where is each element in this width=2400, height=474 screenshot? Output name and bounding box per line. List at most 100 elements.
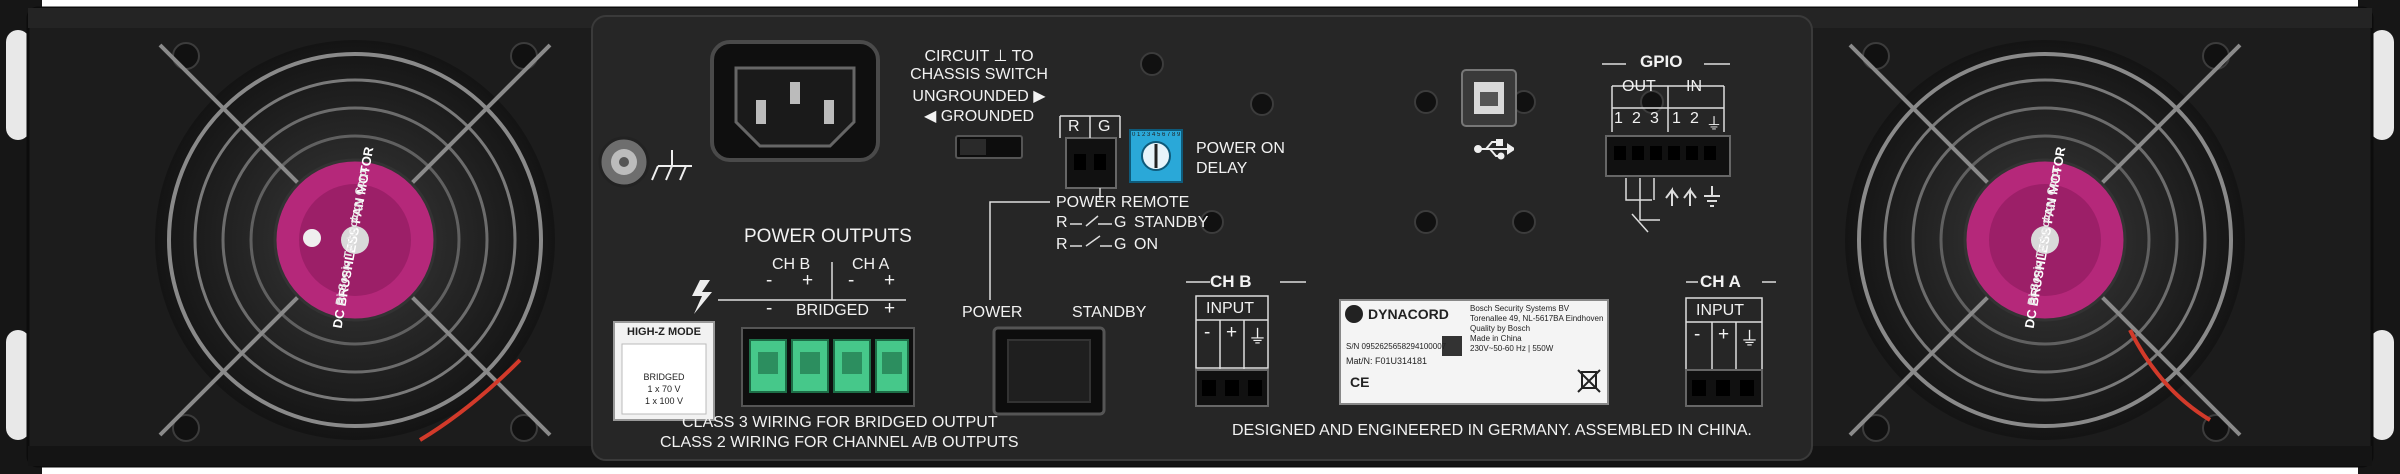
rotary-digits: 0 1 2 3 4 5 6 7 8 9 [1132,132,1180,138]
power-rating: 230V~50-60 Hz | 550W [1470,344,1554,353]
high-z-line2: 1 x 70 V [647,384,681,394]
made-in: Made in China [1470,334,1522,343]
high-z-line1: BRIDGED [643,372,685,382]
remote-terminal[interactable] [1065,137,1117,189]
screw [2202,414,2230,442]
power-inlet[interactable] [710,40,880,162]
screw [172,414,200,442]
screw [172,42,200,70]
input-ch-b-title: INPUT [1206,300,1254,317]
high-z-title: HIGH-Z MODE [627,326,701,338]
screw [1250,92,1274,116]
gpio-in: IN [1686,78,1702,95]
gpio-pin-5: 2 [1690,110,1699,127]
screw [1200,210,1224,234]
screw [2202,42,2230,70]
gpio-ground-symbol [1704,186,1720,207]
screw [1414,90,1438,114]
standby-r: R [1056,214,1068,231]
screw [510,42,538,70]
quality: Quality by Bosch [1470,324,1531,333]
input-ch-a-ground: ⏚ [1740,329,1760,350]
screw [1140,52,1164,76]
standby-switch-label: STANDBY [1072,304,1147,321]
on-label: ON [1134,236,1158,253]
input-ch-b-terminal[interactable] [1195,369,1269,407]
usb-port[interactable] [1461,69,1517,127]
ch-a-plus: + [884,270,896,291]
ch-a-minus: - [848,270,855,291]
screw [1414,210,1438,234]
input-ch-b-plus: + [1226,322,1238,343]
rack-slot-right-bottom [2370,330,2394,440]
power-rocker-switch[interactable] [992,326,1106,416]
rack-slot-left-bottom [6,330,30,440]
ch-b-minus: - [766,270,773,291]
input-ch-a-plus: + [1718,324,1730,345]
usb-icon [1474,138,1516,166]
footer-text: DESIGNED AND ENGINEERED IN GERMANY. ASSE… [1232,422,1752,439]
bridged-plus: + [884,298,896,319]
address: Torenallee 49, NL-5617BA Eindhoven [1470,314,1604,323]
rack-slot-left-top [6,30,30,140]
gpio-pin-3: 3 [1650,110,1659,127]
standby-g: G [1114,214,1127,231]
ce-mark: CE [1350,374,1370,390]
gpio-title: GPIO [1640,52,1683,71]
gpio-pin-2: 2 [1632,110,1641,127]
input-ch-a-minus: - [1694,324,1701,345]
wiring-note-2: CLASS 2 WIRING FOR CHANNEL A/B OUTPUTS [660,434,1019,451]
bridged-minus: - [766,298,773,319]
rating-label [1339,299,1609,405]
serial-number: S/N 0952625658294100007 [1346,342,1447,351]
ground-lift-switch[interactable] [955,135,1023,159]
output-ch-b-label: CH B [772,256,811,273]
input-ch-b-header: CH B [1210,272,1252,291]
ground-terminal[interactable] [598,136,650,188]
screw [1862,42,1890,70]
input-ch-b-ground: ⏚ [1248,327,1268,348]
screw [510,414,538,442]
power-remote-title: POWER REMOTE [1056,194,1190,211]
remote-r-label: R [1068,118,1080,135]
weee-bin-icon [1577,369,1601,393]
gpio-pin-4: 1 [1672,110,1681,127]
fan-right [1845,40,2245,440]
gpio-out: OUT [1622,78,1656,95]
input-ch-a-terminal[interactable] [1685,369,1763,407]
circuit-switch-title-1: CIRCUIT ⊥ TO [924,48,1034,65]
circuit-switch-title-2: CHASSIS SWITCH [910,66,1048,83]
output-ch-a-label: CH A [852,256,890,273]
input-ch-a-title: INPUT [1696,302,1744,319]
input-ch-b-minus: - [1204,322,1211,343]
input-ch-a-header: CH A [1700,272,1741,291]
wiring-note-1: CLASS 3 WIRING FOR BRIDGED OUTPUT [682,414,998,431]
screw [1512,210,1536,234]
warning-lightning-icon [692,280,712,314]
gpio-pin-1: 1 [1614,110,1623,127]
power-on-delay-label-1: POWER ON [1196,140,1285,157]
fan-left [155,40,555,440]
remote-g-label: G [1098,118,1111,135]
brand-name: DYNACORD [1368,306,1449,322]
gpio-pin-ground: ⏚ [1706,116,1723,133]
chassis-ground-icon [651,150,692,181]
rack-slot-right-top [2370,30,2394,140]
on-g: G [1114,236,1127,253]
on-r: R [1056,236,1068,253]
gpio-terminal[interactable] [1605,135,1731,177]
power-label: POWER [962,304,1023,321]
power-on-delay-label-2: DELAY [1196,160,1248,177]
power-on-delay-rotary[interactable] [1129,129,1183,183]
power-outputs-title: POWER OUTPUTS [744,226,912,247]
ungrounded-label: UNGROUNDED ▶ [912,88,1046,105]
screw [1862,414,1890,442]
ch-b-plus: + [802,270,814,291]
company: Bosch Security Systems BV [1470,304,1570,313]
mat-number: Mat/N: F01U314181 [1346,356,1428,366]
high-z-line3: 1 x 100 V [644,396,684,406]
standby-label: STANDBY [1134,214,1209,231]
grounded-label: ◀ GROUNDED [923,108,1035,125]
speaker-output-terminal[interactable] [741,327,915,407]
